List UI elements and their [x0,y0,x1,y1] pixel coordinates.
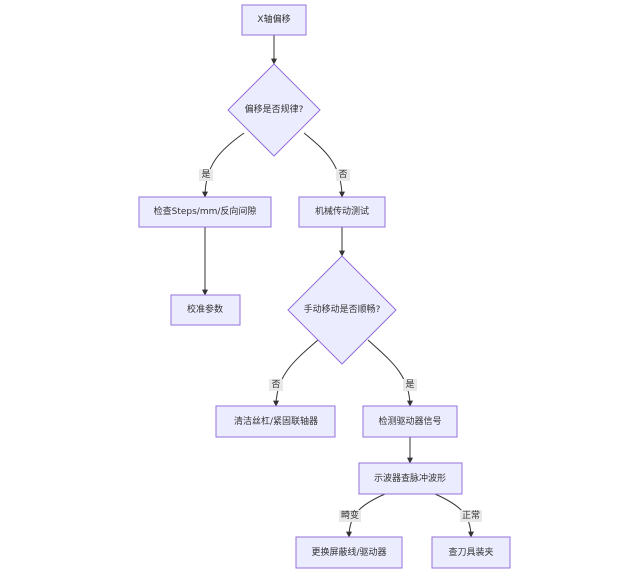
svg-text:校准参数: 校准参数 [187,303,223,315]
edge-decision2-to-driver-signal [367,339,413,407]
node-clean-screw: 清洁丝杠/紧固联轴器 [215,405,336,438]
node-offset-regular-decision: 偏移是否规律? [227,63,321,157]
node-calibrate: 校准参数 [170,294,241,326]
svg-text:否: 否 [271,379,280,390]
svg-text:清洁丝杠/紧固联轴器: 清洁丝杠/紧固联轴器 [234,415,318,427]
svg-text:偏移是否规律?: 偏移是否规律? [245,103,304,115]
edge-label-yes-1: 是 [199,169,213,181]
node-x-offset: X轴偏移 [241,4,307,36]
node-manual-smooth-decision: 手动移动是否顺畅? [287,255,397,365]
node-check-driver-signal: 检测驱动器信号 [362,405,458,438]
svg-text:是: 是 [405,379,414,390]
edge-label-no-1: 否 [336,169,350,181]
edge-decision-to-check-steps [202,132,245,198]
edge-label-yes-2: 是 [403,379,417,391]
node-replace-cable: 更换屏蔽线/驱动器 [295,536,403,569]
edge-label-normal: 正常 [460,509,482,522]
svg-text:是: 是 [201,169,210,180]
node-scope-pulse: 示波器查脉冲波形 [358,462,463,495]
svg-text:示波器查脉冲波形: 示波器查脉冲波形 [374,472,446,484]
node-mech-test: 机械传动测试 [298,196,386,228]
svg-text:查刀具装夹: 查刀具装夹 [448,546,493,558]
svg-text:畸变: 畸变 [341,509,359,521]
edge-decision-to-mech-test [303,132,345,198]
svg-text:正常: 正常 [462,509,480,521]
node-check-tool-clamp: 查刀具装夹 [431,536,511,569]
edge-decision2-to-clean [273,339,319,407]
svg-text:机械传动测试: 机械传动测试 [315,205,369,217]
edge-label-no-2: 否 [269,379,283,391]
svg-text:更换屏蔽线/驱动器: 更换屏蔽线/驱动器 [311,546,386,558]
node-check-steps: 检查Steps/mm/反向间隙 [138,196,272,228]
svg-text:检测驱动器信号: 检测驱动器信号 [378,415,441,427]
svg-text:手动移动是否顺畅?: 手动移动是否顺畅? [304,303,381,315]
svg-text:否: 否 [338,169,347,180]
svg-text:检查Steps/mm/反向间隙: 检查Steps/mm/反向间隙 [154,205,257,217]
svg-text:X轴偏移: X轴偏移 [257,13,290,25]
edge-label-distorted: 畸变 [339,509,361,522]
